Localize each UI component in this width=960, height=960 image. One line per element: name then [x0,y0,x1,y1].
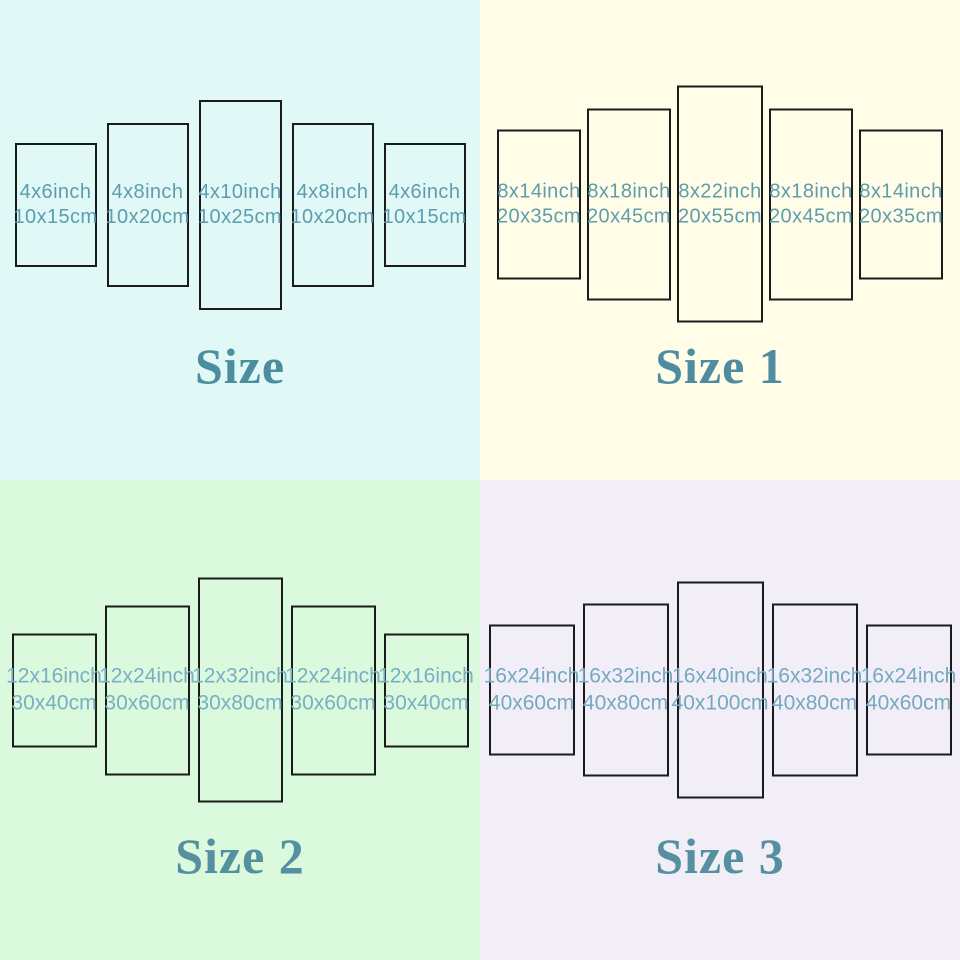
canvas-panel: 8x18inch 20x45cm [769,108,853,300]
panel-cm-label: 40x60cm [865,691,952,714]
panel-size-label: 4x6inch 10x15cm [14,180,98,230]
panel-size-label: 16x32inch 40x80cm [767,664,863,717]
panel-size-label: 8x14inch 20x35cm [859,179,943,229]
canvas-panel: 12x24inch 30x60cm [285,605,381,775]
canvas-panel: 4x6inch 10x15cm [383,143,467,267]
panel-inch-label: 8x14inch [859,180,943,202]
panel-size-label: 12x24inch 30x60cm [99,664,195,717]
quadrant-size-3: 16x24inch 40x60cm 16x32inch 40x80cm 16x4… [480,480,960,960]
canvas-panel: 8x18inch 20x45cm [587,108,671,300]
panel-inch-label: 16x24inch [860,664,957,688]
panel-inch-label: 12x16inch [378,664,474,688]
panel-inch-label: 16x32inch [766,664,863,688]
panel-inch-label: 16x40inch [672,664,768,688]
panel-row: 4x6inch 10x15cm 4x8inch 10x20cm 4x10inch… [0,100,480,310]
panel-cm-label: 20x35cm [859,205,943,227]
panel-cm-label: 40x100cm [671,691,769,714]
panel-cm-label: 20x35cm [497,205,581,227]
panel-size-label: 4x8inch 10x20cm [291,180,375,230]
quadrant-title: Size 2 [175,828,305,884]
canvas-panel: 4x8inch 10x20cm [291,123,375,287]
panel-cm-label: 30x60cm [290,691,376,714]
panel-size-label: 12x32inch 30x80cm [192,664,288,717]
canvas-panel: 12x16inch 30x40cm [6,633,102,747]
panel-size-label: 8x18inch 20x45cm [587,179,671,229]
quadrant-title: Size 3 [655,828,785,884]
panel-size-label: 4x10inch 10x25cm [198,180,282,230]
canvas-panel: 12x16inch 30x40cm [378,633,474,747]
canvas-panel: 4x10inch 10x25cm [198,100,282,310]
panel-size-label: 16x24inch 40x60cm [861,664,957,717]
panel-inch-label: 4x8inch [111,181,184,203]
panel-inch-label: 12x24inch [285,664,381,688]
panel-size-label: 8x14inch 20x35cm [497,179,581,229]
panel-inch-label: 8x14inch [497,180,581,202]
panel-cm-label: 30x60cm [104,691,190,714]
panel-inch-label: 8x18inch [769,180,853,202]
panel-cm-label: 40x80cm [771,691,858,714]
panel-inch-label: 12x24inch [99,664,195,688]
panel-cm-label: 20x45cm [769,205,853,227]
panel-cm-label: 20x45cm [587,205,671,227]
panel-size-label: 4x8inch 10x20cm [106,180,190,230]
panel-size-label: 16x40inch 40x100cm [672,664,769,717]
canvas-panel: 12x32inch 30x80cm [192,577,288,803]
panel-inch-label: 4x10inch [198,181,282,203]
canvas-panel: 16x24inch 40x60cm [861,624,956,756]
panel-inch-label: 8x18inch [587,180,671,202]
panel-inch-label: 16x24inch [483,664,580,688]
panel-row: 16x24inch 40x60cm 16x32inch 40x80cm 16x4… [480,581,960,799]
panel-size-label: 12x16inch 30x40cm [6,664,102,717]
panel-inch-label: 8x22inch [678,180,762,202]
panel-cm-label: 20x55cm [678,205,762,227]
panel-size-label: 12x24inch 30x60cm [285,664,381,717]
panel-cm-label: 10x20cm [290,206,375,228]
quadrant-size-1: 8x14inch 20x35cm 8x18inch 20x45cm 8x22in… [480,0,960,480]
panel-inch-label: 12x32inch [192,664,288,688]
quadrant-size: 4x6inch 10x15cm 4x8inch 10x20cm 4x10inch… [0,0,480,480]
panel-inch-label: 16x32inch [577,664,674,688]
panel-size-label: 4x6inch 10x15cm [383,180,467,230]
panel-size-label: 16x24inch 40x60cm [484,664,580,717]
quadrant-title: Size [194,338,286,394]
panel-cm-label: 10x25cm [198,206,282,228]
panel-cm-label: 10x20cm [105,206,190,228]
panel-size-label: 16x32inch 40x80cm [578,664,674,717]
panel-cm-label: 30x80cm [197,691,283,714]
canvas-panel: 16x40inch 40x100cm [672,581,768,799]
canvas-panel: 8x22inch 20x55cm [677,85,763,323]
panel-inch-label: 4x8inch [296,181,369,203]
panel-inch-label: 4x6inch [19,181,92,203]
canvas-panel: 4x6inch 10x15cm [14,143,98,267]
panel-size-label: 8x18inch 20x45cm [769,179,853,229]
canvas-panel: 8x14inch 20x35cm [859,129,943,279]
panel-cm-label: 10x15cm [13,206,98,228]
canvas-panel: 8x14inch 20x35cm [497,129,581,279]
canvas-panel: 16x24inch 40x60cm [484,624,579,756]
panel-inch-label: 4x6inch [388,181,461,203]
canvas-panel: 12x24inch 30x60cm [99,605,195,775]
canvas-panel: 16x32inch 40x80cm [578,603,673,777]
panel-cm-label: 10x15cm [382,206,467,228]
panel-cm-label: 30x40cm [383,691,469,714]
panel-size-label: 12x16inch 30x40cm [378,664,474,717]
canvas-panel: 4x8inch 10x20cm [106,123,190,287]
panel-cm-label: 40x80cm [582,691,669,714]
panel-cm-label: 40x60cm [488,691,575,714]
panel-cm-label: 30x40cm [11,691,97,714]
quadrant-title: Size 1 [655,338,785,394]
quadrant-size-2: 12x16inch 30x40cm 12x24inch 30x60cm 12x3… [0,480,480,960]
panel-row: 12x16inch 30x40cm 12x24inch 30x60cm 12x3… [0,577,480,803]
canvas-panel: 16x32inch 40x80cm [767,603,862,777]
panel-size-label: 8x22inch 20x55cm [678,179,762,229]
panel-inch-label: 12x16inch [6,664,102,688]
panel-row: 8x14inch 20x35cm 8x18inch 20x45cm 8x22in… [480,85,960,323]
